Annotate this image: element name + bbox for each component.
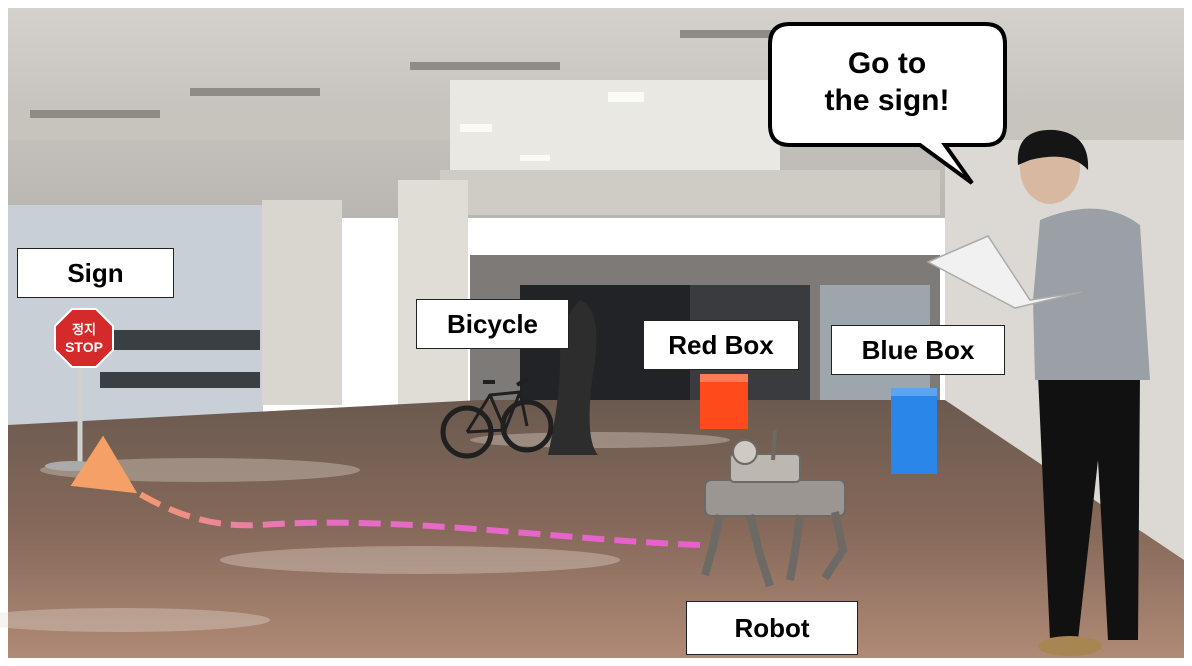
label-robot: Robot — [686, 601, 858, 655]
speech-line-2: the sign! — [824, 84, 950, 117]
person-torso — [1033, 208, 1150, 380]
left-wall-window — [100, 372, 260, 388]
mezzanine-railing — [440, 170, 940, 215]
person-legs — [1038, 375, 1140, 640]
bicycle — [440, 376, 554, 459]
label-red-box: Red Box — [643, 320, 799, 370]
left-wall — [8, 205, 263, 435]
speech-bubble — [768, 22, 1007, 185]
person-shoes — [1038, 636, 1102, 656]
stop-sign-korean: 정지 — [72, 322, 96, 338]
label-sign: Sign — [17, 248, 174, 298]
speech-bubble-text: Go to the sign! — [782, 45, 992, 119]
column — [262, 200, 342, 405]
stop-sign-english: STOP — [65, 339, 103, 355]
mezzanine-lights — [460, 92, 644, 161]
left-wall-window — [100, 330, 260, 350]
label-bicycle: Bicycle — [416, 299, 569, 349]
laptop — [926, 235, 1083, 309]
blue-box — [891, 388, 937, 474]
stop-sign-octagon — [54, 308, 114, 368]
robot-dog — [701, 429, 848, 588]
floor — [8, 400, 1184, 658]
person — [926, 129, 1150, 656]
red-box — [700, 374, 748, 429]
person-hair — [1017, 129, 1089, 170]
sculpture — [548, 300, 598, 455]
speech-line-1: Go to — [847, 47, 927, 80]
label-blue-box: Blue Box — [831, 325, 1005, 375]
robot-path — [70, 435, 701, 548]
